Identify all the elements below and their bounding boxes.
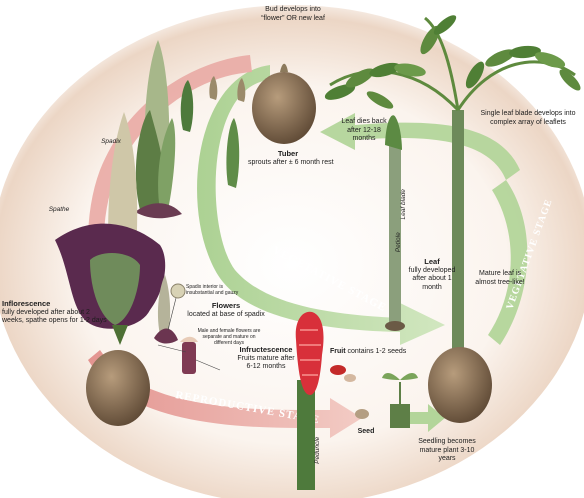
- spathe-label: Spathe: [44, 206, 74, 215]
- leaf-dies-label: Leaf dies back after 12-18 months: [336, 118, 392, 144]
- tuber-bottom-left: [86, 350, 150, 426]
- peduncle-label: Peduncle: [314, 430, 323, 470]
- single-leaf-label: Single leaf blade develops into complex …: [478, 110, 578, 127]
- tuber-label: Tuber sprouts after ± 6 month rest: [248, 150, 328, 167]
- bud-label: Bud develops into “flower” OR new leaf: [258, 6, 328, 23]
- seedling-label: Seedling becomes mature plant 3-10 years: [418, 438, 476, 464]
- male-female-label: Male and female flowers are separate and…: [194, 328, 264, 346]
- spadix-interior-label: Spadix interior is insubstantial and gau…: [186, 284, 242, 296]
- petiole-label: Petiole: [395, 225, 404, 259]
- flowers-label: Flowers located at base of spadix: [186, 302, 266, 319]
- leaf-label: Leaf fully developed after about 1 month: [402, 258, 462, 292]
- tuber-bottom-right: [428, 347, 492, 423]
- mature-leaf-label: Mature leaf is almost tree-like!: [470, 270, 530, 287]
- infructescence-label: Infructescence Fruits mature after 6-12 …: [236, 346, 296, 372]
- seed-label: Seed: [354, 428, 378, 437]
- leaf-blade-label: Leaf blade: [400, 184, 409, 224]
- fruit-label: Fruit contains 1-2 seeds: [330, 348, 410, 357]
- inflorescence-label: Inflorescence fully developed after abou…: [2, 300, 110, 326]
- spadix-label: Spadix: [96, 138, 126, 147]
